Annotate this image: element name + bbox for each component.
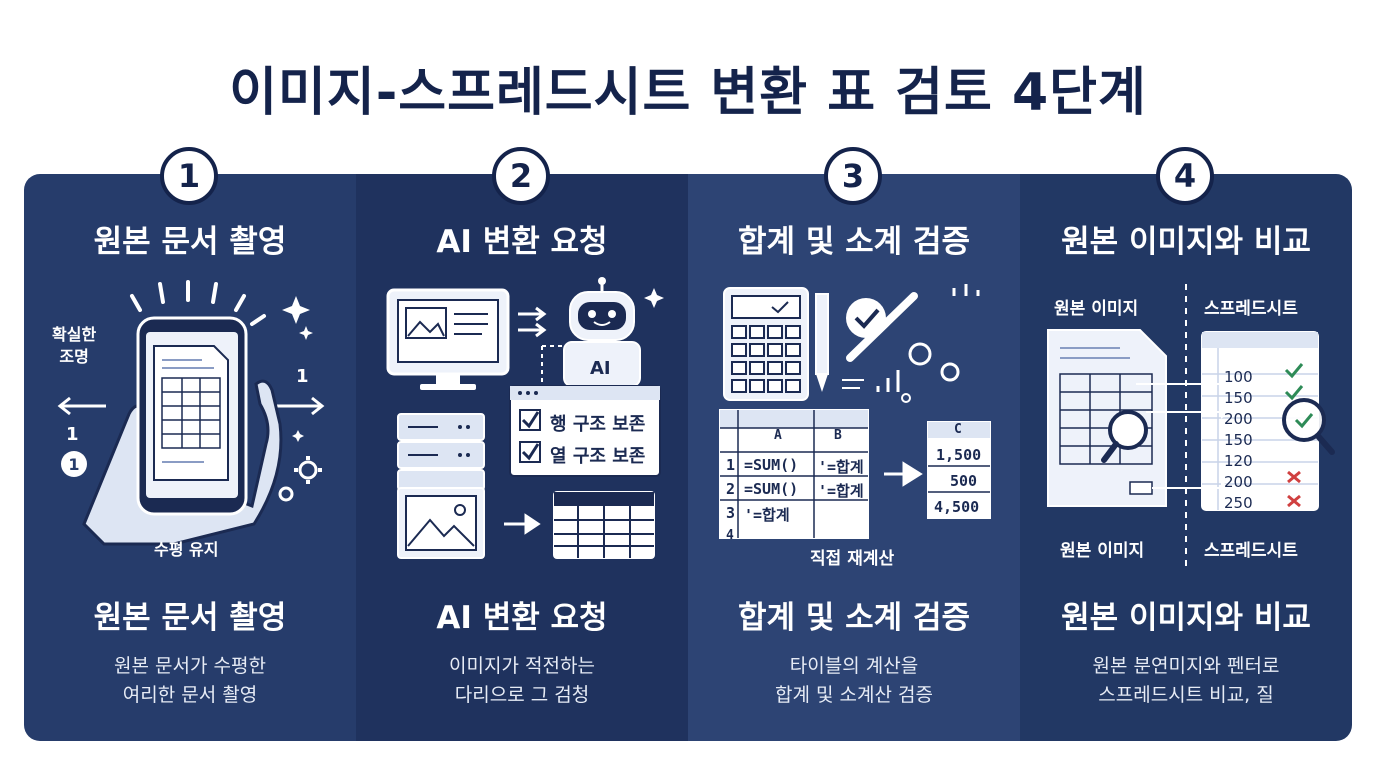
- ai-conversion-illustration: [386, 277, 664, 559]
- step-2-column: AI 변환 요청: [356, 174, 688, 741]
- source-image-label: 원본 이미지: [1054, 299, 1139, 319]
- step-1-mark-a: 1: [296, 366, 309, 387]
- cell-a2: =SUM(): [744, 480, 799, 498]
- pencil-icon: [815, 293, 829, 392]
- step-3-description: 타이블의 계산을 합계 및 소계산 검증: [775, 655, 933, 706]
- row-number: 1: [726, 456, 736, 474]
- magnifier-icon: [1101, 410, 1148, 463]
- source-image-label: 원본 이미지: [1060, 541, 1145, 561]
- check-cols-label: 열 구조 보존: [550, 446, 646, 467]
- table-icon: [553, 491, 655, 559]
- calculator-icon: [723, 287, 809, 401]
- column-a-header: A: [774, 428, 782, 443]
- arrow-left-icon: [57, 396, 106, 416]
- step-4-footer-title: 원본 이미지와 비교: [1061, 600, 1311, 636]
- arrow-right-icon: [274, 396, 325, 416]
- step-1-mark-b: 1: [66, 424, 79, 445]
- result-value: 500: [950, 472, 978, 490]
- cell-a3: '=합계: [744, 506, 790, 524]
- monitor-icon: [386, 288, 510, 390]
- step-3-badge: 3: [824, 147, 882, 205]
- gear-icon: [908, 342, 960, 382]
- row-number: 2: [726, 480, 736, 498]
- step-2-footer-title: AI 변환 요청: [436, 600, 608, 636]
- step-3-column: 합계 및 소계 검증: [688, 174, 1020, 741]
- sparkle-icon: [282, 296, 310, 324]
- page-title: 이미지-스프레드시트 변환 표 검토 4단계: [229, 63, 1147, 123]
- step-circle-icon: [61, 451, 87, 477]
- sheet-value: 150: [1224, 389, 1253, 407]
- light-rays-icon: [130, 280, 266, 326]
- sheet-value: 120: [1224, 452, 1253, 470]
- robot-icon: [563, 277, 641, 387]
- spreadsheet-icon: [161, 377, 221, 449]
- row-number: 4: [726, 528, 734, 543]
- svg-text:1: 1: [68, 455, 79, 474]
- arrow-right-icon: [518, 306, 547, 338]
- step-1-column: 원본 문서 촬영 1: [24, 174, 356, 741]
- gear-icon: [278, 460, 318, 502]
- step-1-badge: 1: [160, 147, 218, 205]
- step-4-badge: 4: [1156, 147, 1214, 205]
- level-label: 수평 유지: [154, 540, 219, 559]
- step-1-heading: 원본 문서 촬영: [93, 224, 287, 260]
- bar-chart-icon: [876, 284, 980, 392]
- compare-illustration: [1047, 284, 1335, 566]
- step-2-illustration: AI 행 구조 보존 열 구조 보존: [356, 274, 688, 574]
- server-icon: [397, 413, 485, 491]
- sparkle-icon: [644, 288, 664, 308]
- step-3-footer-title: 합계 및 소계 검증: [737, 600, 971, 636]
- cross-icon: [1287, 470, 1301, 508]
- check-rows-label: 행 구조 보존: [550, 414, 646, 435]
- lighting-label: 확실한 조명: [52, 325, 97, 366]
- sheet-value: 200: [1224, 410, 1253, 428]
- cell-a1: =SUM(): [744, 456, 799, 474]
- step-4-illustration: 원본 이미지 스프레드시트 100 150 200 150 120 200 25…: [1020, 274, 1352, 574]
- steps-panel: 원본 문서 촬영 1: [24, 174, 1352, 741]
- step-2-badge: 2: [492, 147, 550, 205]
- step-2-heading: AI 변환 요청: [436, 224, 608, 260]
- recalc-label: 직접 재계산: [810, 549, 895, 569]
- column-b-header: B: [834, 428, 842, 443]
- step-3-heading: 합계 및 소계 검증: [737, 224, 971, 260]
- step-1-footer-title: 원본 문서 촬영: [93, 600, 287, 636]
- check-icon: [1284, 363, 1304, 401]
- step-4-description: 원본 분연미지와 펜터로 스프레드시트 비교, 질: [1092, 655, 1280, 706]
- row-number: 3: [726, 504, 736, 522]
- step-1-illustration: 1: [24, 274, 356, 574]
- cell-b1: '=합계: [818, 458, 864, 476]
- phone-capture-illustration: 1: [57, 280, 325, 546]
- step-4-heading: 원본 이미지와 비교: [1061, 224, 1311, 260]
- spreadsheet-label: 스프레드시트: [1204, 541, 1298, 561]
- sheet-value: 250: [1224, 494, 1253, 512]
- sheet-value: 150: [1224, 431, 1253, 449]
- magnifier-icon: [1282, 398, 1335, 455]
- robot-label: AI: [590, 358, 611, 379]
- image-icon: [397, 487, 485, 559]
- cell-b2: '=합계: [818, 482, 864, 500]
- result-value: 4,500: [934, 498, 980, 516]
- result-value: 1,500: [936, 446, 982, 464]
- sheet-value: 200: [1224, 473, 1253, 491]
- sum-check-illustration: [719, 284, 991, 539]
- spreadsheet-label: 스프레드시트: [1204, 299, 1298, 319]
- column-c-header: C: [954, 422, 962, 437]
- step-1-description: 원본 문서가 수평한 여리한 문서 촬영: [114, 655, 266, 706]
- document-icon: [1047, 329, 1167, 507]
- formula-sheet: [719, 409, 869, 539]
- step-2-description: 이미지가 적전하는 다리으로 그 검청: [449, 655, 595, 706]
- step-4-column: 원본 이미지와 비교: [1020, 174, 1352, 741]
- step-3-illustration: A B C 1 =SUM() '=합계 2 =SUM() '=합계 3 '=합계…: [688, 274, 1020, 574]
- sheet-value: 100: [1224, 368, 1253, 386]
